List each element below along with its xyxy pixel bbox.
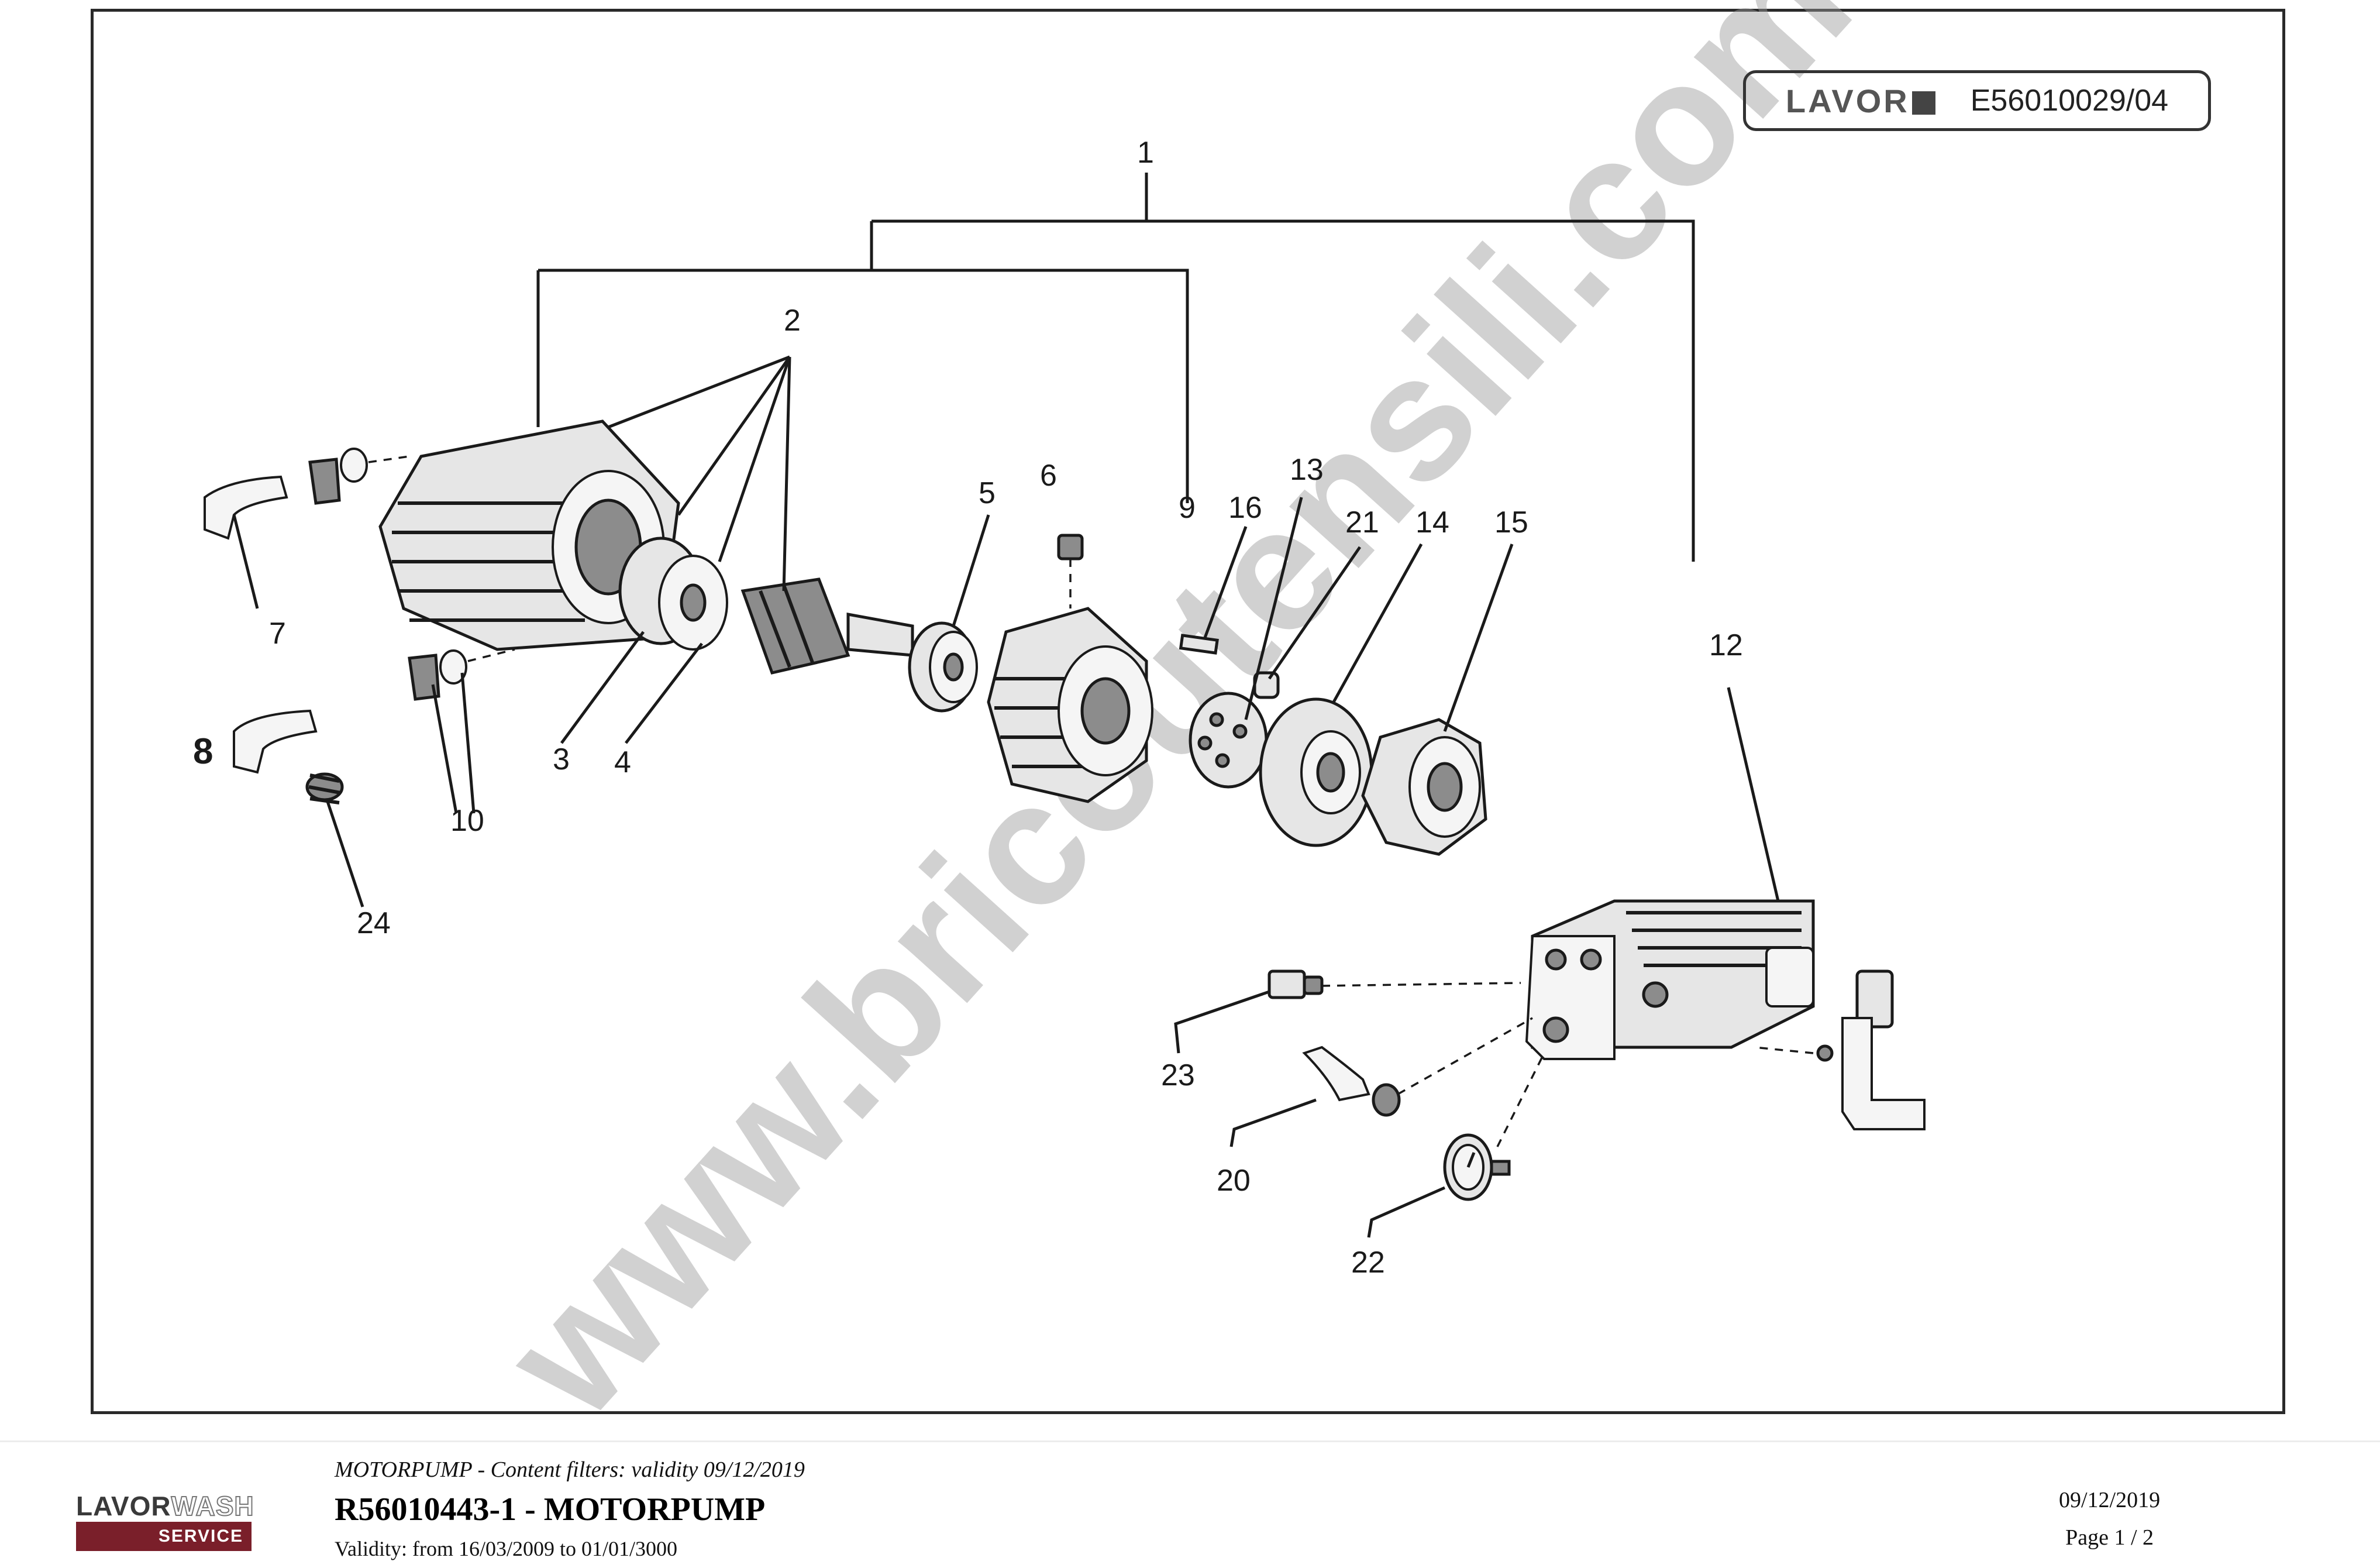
drive-hub-part: [1189, 692, 1268, 789]
drawing-code-box: LAVOR E56010029/04: [1743, 70, 2211, 131]
footer-text: MOTORPUMP - Content filters: validity 09…: [335, 1457, 805, 1561]
callout-8: 8: [193, 731, 213, 772]
outlet-hose-part: [1302, 1017, 1533, 1117]
callout-21: 21: [1345, 506, 1379, 539]
watermark-text: www.bricoutensili.com: [465, 0, 1888, 1454]
document-title: R56010443-1 - MOTORPUMP: [335, 1491, 766, 1528]
callout-5: 5: [979, 476, 996, 510]
callout-24: 24: [357, 906, 391, 940]
rotor-part: [740, 577, 914, 675]
leader-lines: [232, 355, 1780, 1238]
validity-line: Validity: from 16/03/2009 to 01/01/3000: [335, 1537, 677, 1560]
bearing-part: [618, 537, 728, 651]
clip-part-lower: [408, 648, 515, 701]
callout-22: 22: [1351, 1246, 1385, 1280]
callout-20: 20: [1217, 1164, 1251, 1198]
motor-housing-part: [378, 419, 680, 651]
drawing-frame: [91, 9, 2285, 1414]
key-part: [1179, 634, 1219, 655]
callout-1: 1: [1137, 136, 1154, 170]
pressure-gauge-part: [1443, 1053, 1545, 1201]
callout-9: 9: [1179, 491, 1196, 525]
callout-labels: 1 2 3 4 5 6 7 8 9 10 12 13 14 15 16 20 2…: [193, 136, 1743, 1280]
callout-15: 15: [1494, 506, 1528, 539]
brand-logo: LAVOR: [1786, 82, 1935, 120]
footer-right: 09/12/2019 Page 1 / 2: [2059, 1481, 2160, 1556]
callout-2: 2: [784, 304, 801, 338]
callout-12: 12: [1709, 628, 1743, 662]
flange-housing-part: [987, 607, 1153, 803]
callout-16: 16: [1228, 491, 1262, 525]
callout-14: 14: [1415, 506, 1449, 539]
callout-4: 4: [614, 745, 631, 779]
callout-6: 6: [1040, 459, 1057, 493]
pressure-switch-part: [1268, 969, 1521, 999]
hose-fitting-part-8: [233, 709, 318, 774]
clip-part: [308, 448, 410, 505]
callout-23: 23: [1161, 1058, 1195, 1092]
callout-10: 10: [450, 804, 484, 838]
footer-logo-brand: LAVOR: [76, 1491, 171, 1521]
footer-logo-brand2: WASH: [171, 1490, 254, 1522]
callout-7: 7: [269, 617, 286, 651]
drawing-code: E56010029/04: [1970, 84, 2169, 118]
filter-line: MOTORPUMP - Content filters: validity 09…: [335, 1457, 805, 1482]
callout-3: 3: [553, 742, 570, 776]
front-bearing-part: [908, 621, 978, 713]
pump-head-part: [1525, 899, 1815, 1060]
footer-divider: [0, 1440, 2380, 1442]
nut-part: [1057, 534, 1084, 608]
assembly-bracket-lines: [536, 173, 1695, 562]
callout-13: 13: [1290, 453, 1324, 487]
hose-fitting-part: [204, 475, 288, 540]
bell-housing-part: [1361, 718, 1487, 856]
footer-date: 09/12/2019: [2059, 1488, 2161, 1512]
footer-logo-service: SERVICE: [76, 1522, 252, 1551]
spring-part: [305, 772, 344, 804]
page-number: Page 1 / 2: [2065, 1525, 2154, 1550]
coupling-part: [1259, 697, 1373, 847]
unloader-valve-part: [1754, 969, 1926, 1130]
